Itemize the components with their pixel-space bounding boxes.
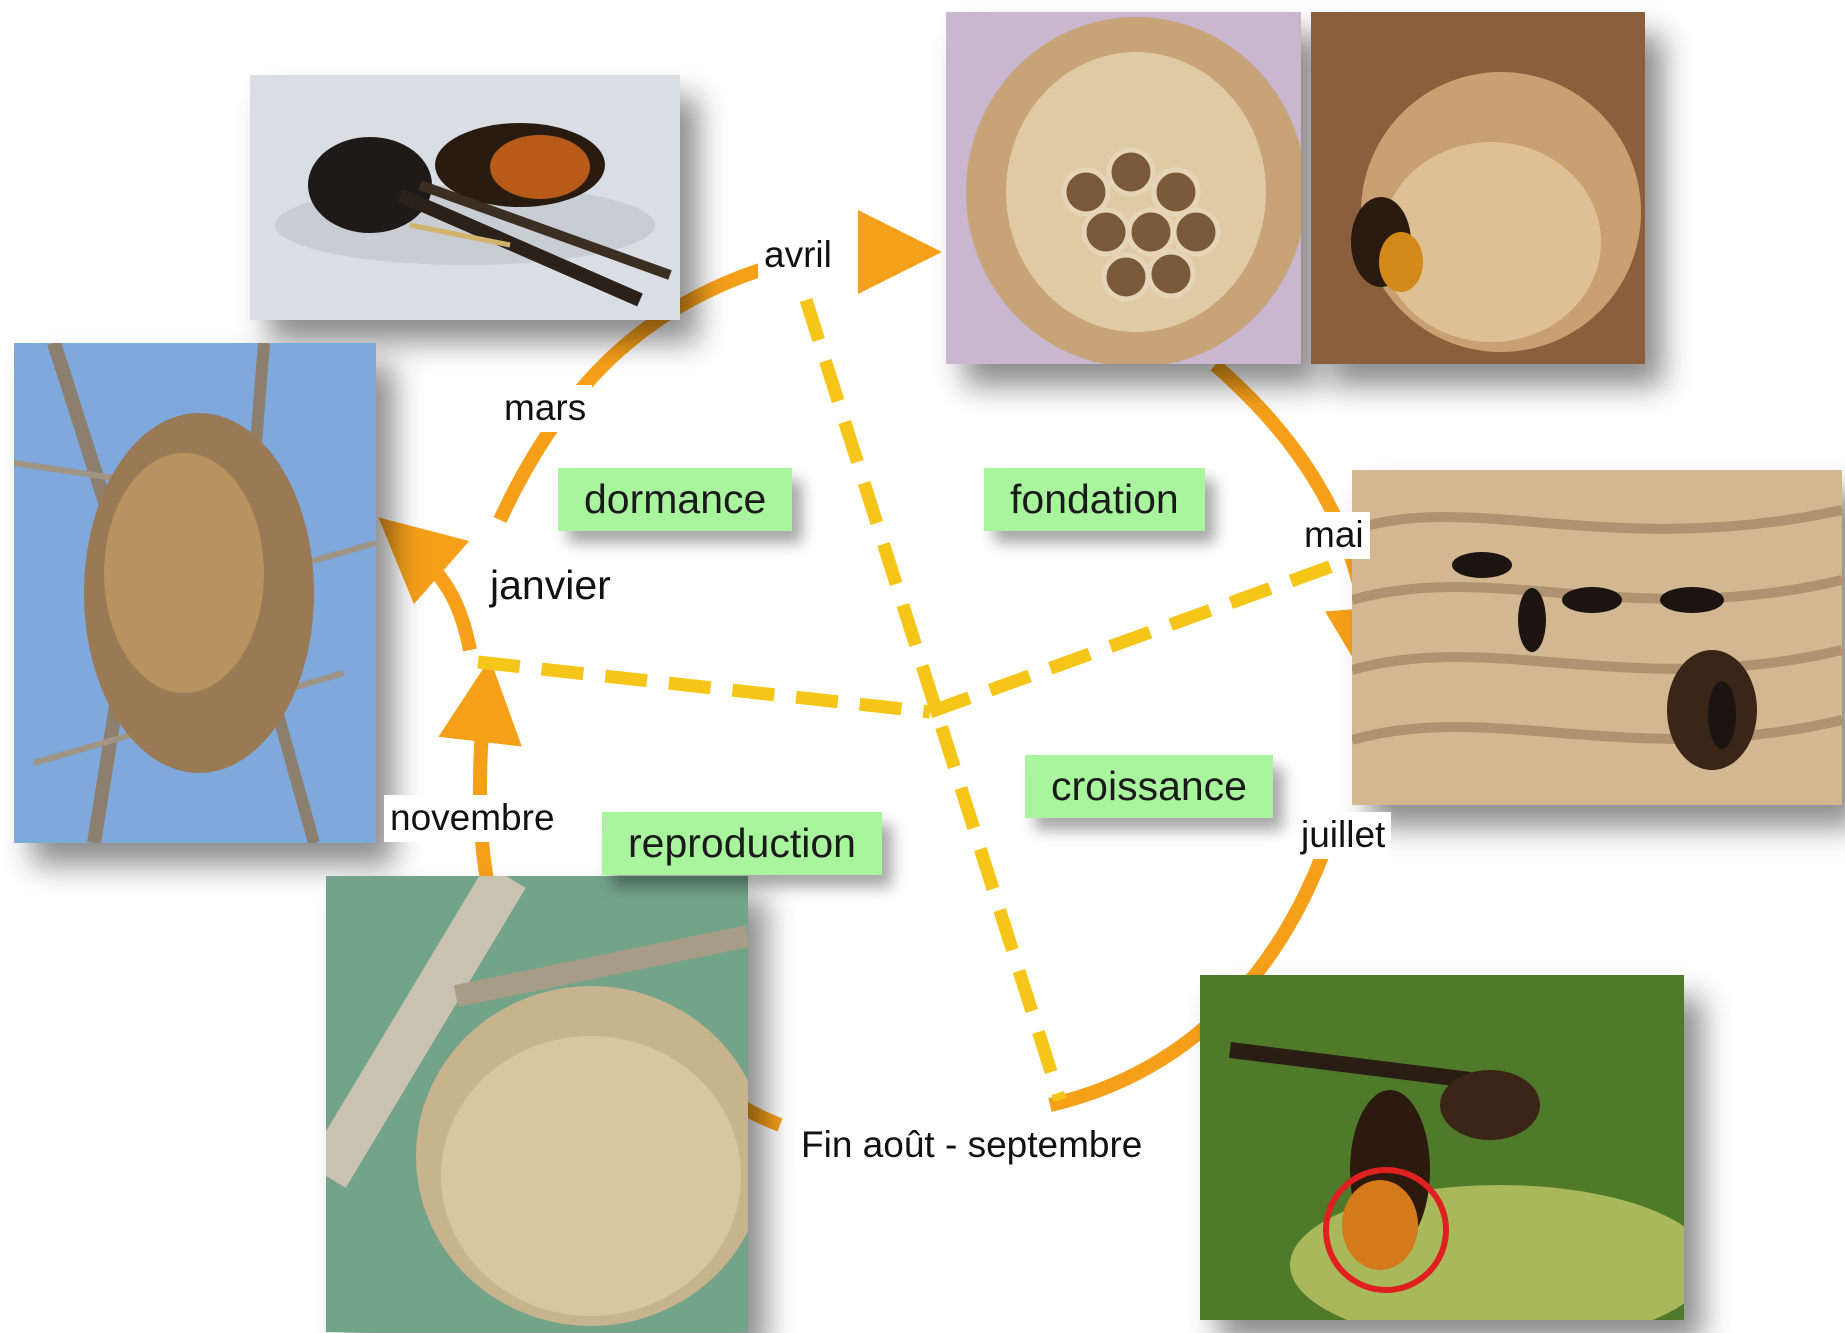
photo-bare-tree-nest xyxy=(14,343,376,843)
cycle-arrow-novembre xyxy=(480,700,487,880)
month-novembre: novembre xyxy=(384,795,561,842)
cycle-arc-fondation xyxy=(1215,365,1370,650)
photo-primary-nest xyxy=(1311,12,1645,364)
phase-croissance: croissance xyxy=(1025,755,1273,818)
divider-center-mai xyxy=(930,565,1335,712)
cycle-arrow-janvier xyxy=(410,545,470,650)
phase-fondation: fondation xyxy=(984,468,1205,531)
month-mars: mars xyxy=(498,385,592,432)
month-avril: avril xyxy=(758,232,838,279)
month-juillet: juillet xyxy=(1295,812,1391,859)
month-janvier: janvier xyxy=(484,560,617,611)
phase-dormance: dormance xyxy=(558,468,792,531)
photo-nest-surface-workers xyxy=(1352,470,1842,805)
month-mai: mai xyxy=(1298,512,1370,559)
photo-secondary-nest-tree xyxy=(326,876,748,1332)
month-fin-aout-septembre: Fin août - septembre xyxy=(795,1122,1148,1169)
divider-avril-septembre xyxy=(806,300,1060,1100)
photo-hornet-on-flower xyxy=(1200,975,1684,1320)
divider-janvier-center xyxy=(478,662,930,712)
photo-nest-cells xyxy=(946,12,1301,364)
hornet-icon xyxy=(250,75,680,320)
photo-queen-hornet-dormant xyxy=(250,75,680,320)
phase-reproduction: reproduction xyxy=(602,812,882,875)
